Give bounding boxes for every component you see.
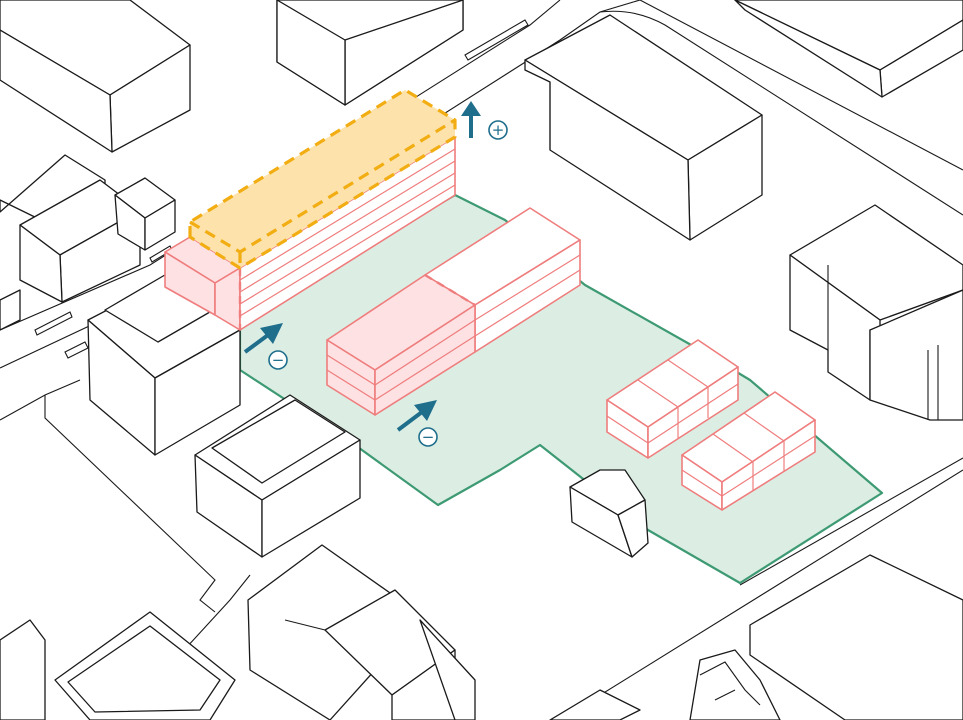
annotation-reduction-central: − <box>396 400 438 447</box>
street-edge-south-east-2 <box>739 457 963 586</box>
proposed-townhouses-a <box>606 339 739 459</box>
addition-top-edge <box>189 118 456 268</box>
context-building-sw-low <box>0 611 236 720</box>
crosswalk-west <box>34 311 73 336</box>
context-building-east <box>524 14 763 241</box>
context-building-nw <box>0 0 191 153</box>
proposed-townhouses-b <box>681 391 816 511</box>
context-building-west <box>0 154 176 331</box>
proposed-north-bar-face <box>239 136 456 331</box>
annotation-height-increase: + <box>461 101 508 140</box>
minus-symbol-west: − <box>272 351 285 369</box>
annotation-reduction-west: − <box>243 323 288 370</box>
crosswalk-west-2 <box>64 341 89 359</box>
crosswalk-north <box>464 19 529 61</box>
context-building-sw <box>194 394 361 558</box>
context-building-n <box>276 0 464 106</box>
proposed-building-north-bar <box>164 136 456 331</box>
block-edge-west <box>44 395 216 613</box>
context-building-se <box>549 554 963 720</box>
street-edge-east-2 <box>639 0 963 171</box>
arrow-diagonal-icon-2 <box>414 400 437 421</box>
arrow-diagonal-icon <box>260 323 283 344</box>
context-building-s <box>247 544 476 720</box>
context-building-ne <box>734 0 963 98</box>
street-edge-east <box>599 10 963 216</box>
street-edge-south-east <box>559 469 963 720</box>
context-house <box>569 469 649 558</box>
context-building-sw-tall <box>87 271 241 456</box>
proposed-buildings <box>164 88 816 511</box>
proposed-building-central <box>326 207 581 416</box>
arrow-up-icon <box>461 101 481 116</box>
plus-symbol: + <box>492 121 505 139</box>
street-edge-west <box>0 379 81 421</box>
minus-symbol-central: − <box>422 428 435 446</box>
context-building-east-2 <box>789 204 963 421</box>
